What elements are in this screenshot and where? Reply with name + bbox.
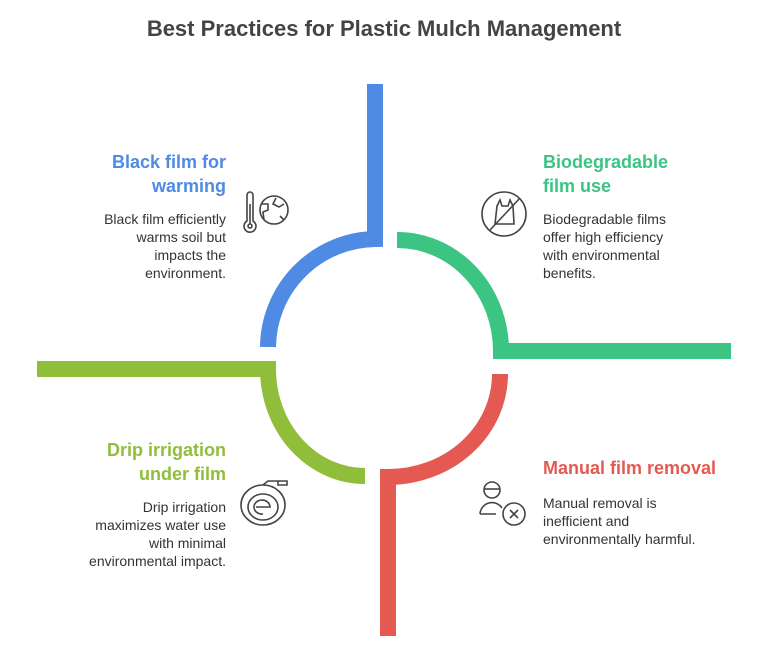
- heading-line: under film: [138, 464, 226, 484]
- desc-line: warms soil but: [136, 229, 226, 245]
- desc-line: with minimal: [148, 535, 226, 551]
- desc-black-film: Black film efficiently warms soil but im…: [40, 210, 226, 282]
- page-title: Best Practices for Plastic Mulch Managem…: [146, 16, 622, 41]
- heading-black-film: Black film for warming: [40, 150, 226, 198]
- desc-line: environment.: [145, 265, 226, 281]
- desc-manual-removal: Manual removal is inefficient and enviro…: [543, 494, 763, 548]
- desc-line: inefficient and: [543, 513, 630, 529]
- desc-line: environmental impact.: [89, 553, 226, 569]
- olive-quadrant-arc: [37, 361, 366, 484]
- desc-line: maximizes water use: [95, 517, 226, 533]
- desc-line: with environmental: [543, 247, 660, 263]
- red-quadrant-arc: [380, 373, 508, 636]
- desc-biodegradable: Biodegradable films offer high efficienc…: [543, 210, 743, 282]
- heading-line: warming: [151, 176, 226, 196]
- heading-line: film use: [543, 176, 612, 196]
- heading-line: Black film for: [111, 152, 226, 172]
- blue-quadrant-arc: [260, 84, 383, 348]
- no-plastic-bag-icon: [481, 191, 527, 237]
- desc-line: Manual removal is: [543, 495, 657, 511]
- thermometer-globe-icon: [243, 191, 289, 233]
- heading-biodegradable: Biodegradable film use: [543, 150, 743, 198]
- hose-coil-icon: [240, 480, 288, 526]
- heading-line: Drip irrigation: [106, 440, 226, 460]
- heading-manual-removal: Manual film removal: [543, 456, 763, 480]
- green-quadrant-arc: [396, 232, 731, 359]
- heading-line: Biodegradable: [543, 152, 669, 172]
- heading-line: Manual film removal: [543, 458, 717, 478]
- heading-drip-irrigation: Drip irrigation under film: [40, 438, 226, 486]
- desc-line: environmentally harmful.: [543, 531, 696, 547]
- desc-line: benefits.: [543, 265, 596, 281]
- person-remove-icon: [479, 481, 526, 526]
- desc-line: Biodegradable films: [543, 211, 666, 227]
- desc-line: Drip irrigation: [142, 499, 226, 515]
- desc-line: Black film efficiently: [104, 211, 226, 227]
- desc-line: impacts the: [154, 247, 226, 263]
- desc-drip-irrigation: Drip irrigation maximizes water use with…: [40, 498, 226, 570]
- desc-line: offer high efficiency: [543, 229, 664, 245]
